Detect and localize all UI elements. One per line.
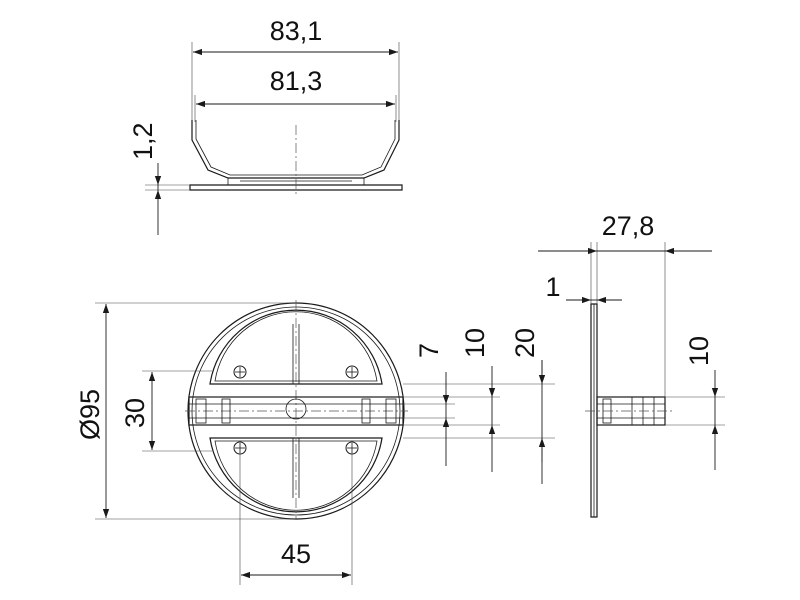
- dimension-label-7: 7: [414, 343, 444, 358]
- dimension-10-side: 10: [684, 336, 719, 470]
- dimension-7: 7: [414, 343, 450, 466]
- dimension-label-10-side: 10: [684, 336, 714, 366]
- side-view: [585, 242, 725, 518]
- dimension-label-45: 45: [281, 539, 311, 569]
- dimension-30: 30: [120, 372, 156, 450]
- dimension-label-1-side: 1: [545, 272, 560, 302]
- dimension-diameter-95: Ø95: [75, 304, 110, 518]
- dimension-10-front: 10: [460, 328, 496, 472]
- dimension-label-20: 20: [510, 328, 540, 358]
- dimension-label-10-front: 10: [460, 328, 490, 358]
- screw-hole-top-right: [345, 365, 359, 379]
- dimension-27-8: 27,8: [538, 211, 712, 255]
- dimension-label-81-3: 81,3: [270, 66, 323, 96]
- screw-hole-top-left: [233, 365, 247, 379]
- dimension-1-2: 1,2: [128, 122, 162, 235]
- dimension-label-diameter: Ø95: [75, 389, 105, 440]
- dimension-label-83-1: 83,1: [270, 16, 323, 46]
- dimension-45: 45: [241, 539, 351, 579]
- dimension-81-3: 81,3: [196, 66, 395, 108]
- dimension-label-30: 30: [120, 398, 150, 428]
- dimension-1-side: 1: [545, 272, 622, 304]
- dimension-label-27-8: 27,8: [602, 211, 655, 241]
- front-view: [95, 300, 555, 585]
- dimension-83-1: 83,1: [193, 16, 398, 56]
- dimension-label-1-2: 1,2: [128, 122, 158, 160]
- dimension-20: 20: [510, 328, 546, 484]
- top-section-view: [145, 42, 403, 195]
